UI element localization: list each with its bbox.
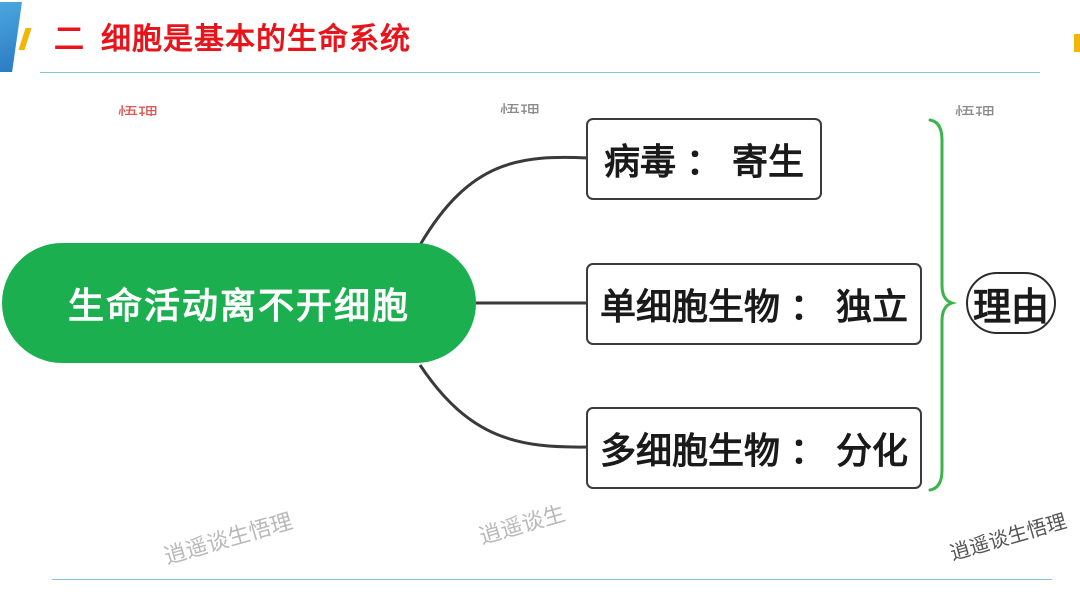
branch-subject: 病毒 xyxy=(603,142,676,183)
connector-bottom xyxy=(418,364,589,449)
page-title: 二细胞是基本的生命系统 xyxy=(54,14,411,58)
footer-divider xyxy=(52,579,1052,580)
branch-node-virus: 病毒：寄生 xyxy=(586,118,822,200)
watermark-fragment-left: 悟理 xyxy=(118,104,158,116)
right-edge-accent xyxy=(1074,34,1080,52)
branch-mode: 寄生 xyxy=(732,142,805,183)
branch-separator: ： xyxy=(685,142,722,183)
branch-mode: 独立 xyxy=(836,287,909,328)
branch-node-multicellular: 多细胞生物：分化 xyxy=(586,407,922,489)
branch-separator: ： xyxy=(789,431,826,472)
branch-separator: ： xyxy=(789,287,826,328)
reason-label: 理由 xyxy=(966,272,1056,334)
branch-node-unicellular: 单细胞生物：独立 xyxy=(586,263,922,345)
watermark-fragment-center: 悟理 xyxy=(500,102,540,114)
section-title: 细胞是基本的生命系统 xyxy=(101,22,411,57)
watermark-fragment-right: 悟理 xyxy=(955,104,995,116)
branch-mode: 分化 xyxy=(836,431,909,472)
connector-top xyxy=(418,155,589,246)
section-number: 二 xyxy=(54,22,85,57)
branch-subject: 单细胞生物 xyxy=(599,287,780,328)
header-divider xyxy=(40,72,1040,73)
branch-subject: 多细胞生物 xyxy=(599,431,780,472)
root-node: 生命活动离不开细胞 xyxy=(2,243,476,363)
curly-brace xyxy=(928,118,958,492)
